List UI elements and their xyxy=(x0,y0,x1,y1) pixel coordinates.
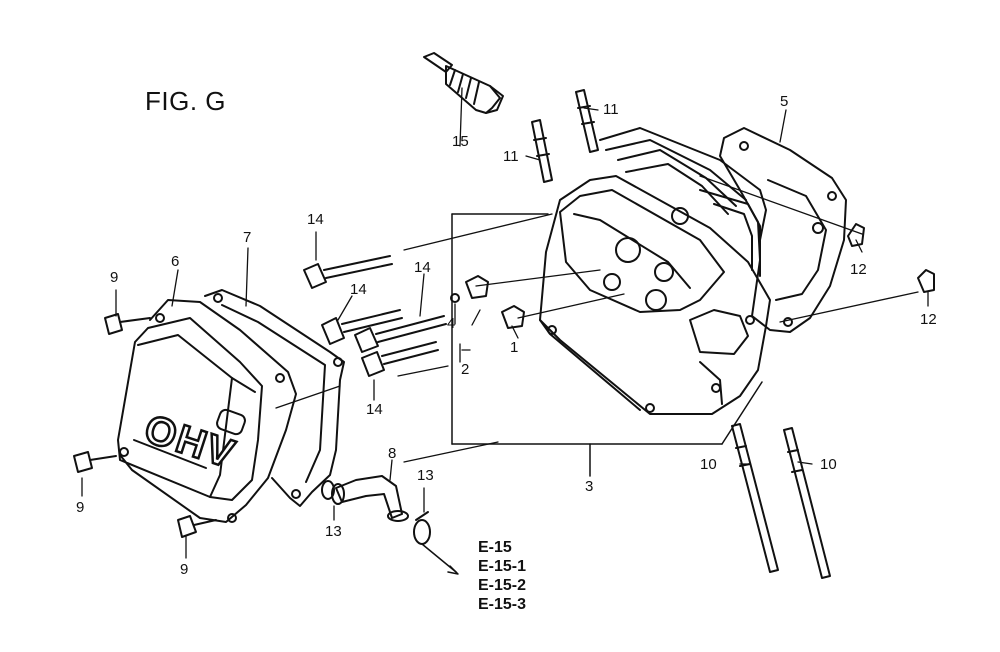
svg-text:OHV: OHV xyxy=(139,407,241,477)
callout-1: 1 xyxy=(510,339,519,356)
stud-11-parts xyxy=(531,89,599,183)
reference-e-15-2: E-15-2 xyxy=(478,577,527,594)
callout-5: 5 xyxy=(780,93,789,110)
reference-e-15-3: E-15-3 xyxy=(478,596,527,613)
callout-11-left: 11 xyxy=(503,148,519,165)
callout-9-bottom: 9 xyxy=(180,561,189,578)
cylinder-head-gasket-part xyxy=(719,127,847,333)
callout-4: 4 xyxy=(447,315,456,332)
head-cover-gasket-part xyxy=(204,289,345,507)
dowel-pin-parts xyxy=(450,223,935,329)
callout-15: 15 xyxy=(452,133,469,150)
callout-13-left: 13 xyxy=(325,523,342,540)
cylinder-head-part xyxy=(539,127,771,415)
callout-14-middle: 14 xyxy=(350,281,367,298)
bolt-14-parts xyxy=(303,255,447,377)
callout-3: 3 xyxy=(585,478,594,495)
figure-title: FIG. G xyxy=(145,86,226,116)
callout-6: 6 xyxy=(171,253,180,270)
callout-8: 8 xyxy=(388,445,397,462)
spark-plug-part xyxy=(423,52,504,114)
callout-11-right: 11 xyxy=(603,101,619,118)
callout-14-right: 14 xyxy=(414,259,431,276)
callout-12-upper: 12 xyxy=(850,261,867,278)
bolt-9-parts xyxy=(73,313,217,538)
leader-lines xyxy=(81,87,929,559)
callout-10-left: 10 xyxy=(700,456,717,473)
stud-10-parts xyxy=(731,423,831,579)
callout-9-left: 9 xyxy=(76,499,85,516)
reference-e-15: E-15 xyxy=(478,539,512,556)
callout-10-right: 10 xyxy=(820,456,837,473)
head-cover-part xyxy=(117,299,297,523)
callout-2: 2 xyxy=(461,361,470,378)
callout-12-lower: 12 xyxy=(920,311,937,328)
reference-list: E-15 E-15-1 E-15-2 E-15-3 xyxy=(478,538,526,614)
callout-13-right: 13 xyxy=(417,467,434,484)
breather-tube-part xyxy=(331,475,409,522)
callout-14-bottom: 14 xyxy=(366,401,383,418)
callout-7: 7 xyxy=(243,229,252,246)
callout-9-top: 9 xyxy=(110,269,119,286)
callout-14-top: 14 xyxy=(307,211,324,228)
reference-e-15-1: E-15-1 xyxy=(478,558,527,575)
ohv-emboss: OHV xyxy=(138,405,242,478)
